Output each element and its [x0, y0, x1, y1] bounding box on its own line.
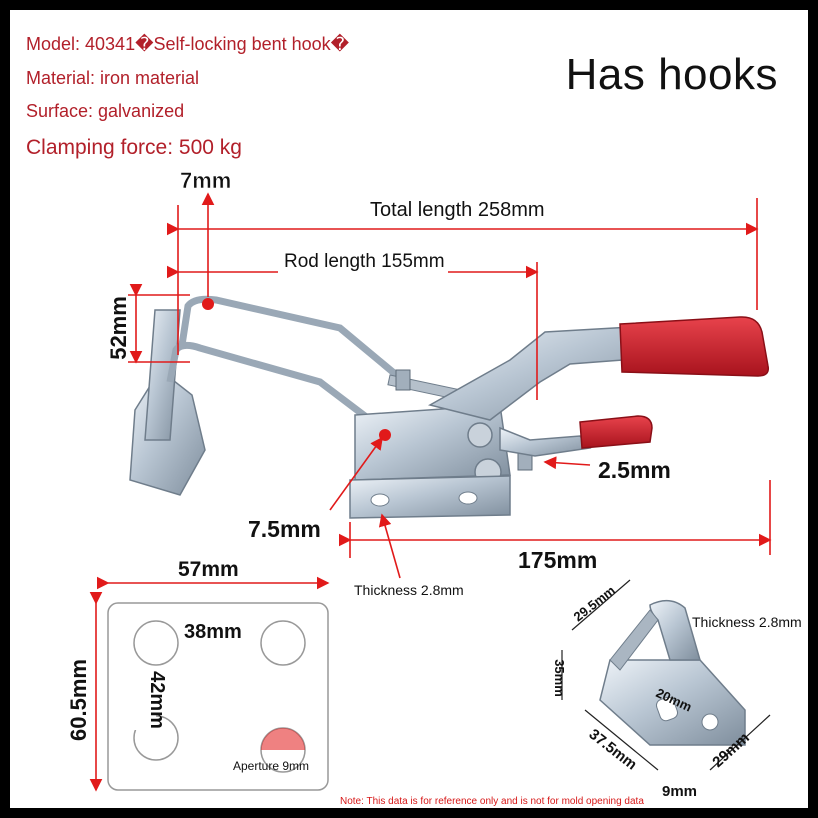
- base-plate-diagram: [107, 602, 329, 791]
- hook-top-length-label: 29.5mm: [571, 583, 618, 625]
- handle-gap-label: 2.5mm: [598, 457, 671, 483]
- hook-part-diagram: [599, 599, 746, 746]
- hook-thickness-label: Thickness 2.8mm: [692, 614, 802, 630]
- surface-label: Surface: galvanized: [26, 101, 185, 121]
- toggle-clamp-illustration: [129, 295, 770, 519]
- hook-side-height-label: 35mm: [552, 659, 567, 697]
- rod-length-label: Rod length 155mm: [284, 251, 445, 272]
- plate-height-label: 60.5mm: [66, 659, 91, 741]
- total-length-label: Total length 258mm: [370, 199, 545, 221]
- base-thickness-label: Thickness 2.8mm: [354, 582, 464, 598]
- model-label: Model: 40341�Self-locking bent hook�: [26, 34, 350, 54]
- disclaimer-note: Note: This data is for reference only an…: [340, 796, 644, 807]
- hole-spacing-x-label: 38mm: [184, 621, 242, 643]
- clamp-diagram: 7mm Total length 258mm Rod length 155mm …: [66, 168, 802, 800]
- clamping-force-label: Clamping force: 500 kg: [26, 136, 242, 159]
- hook-edge-label: 9mm: [662, 783, 697, 800]
- material-label: Material: iron material: [26, 68, 200, 88]
- aperture-label: Aperture 9mm: [233, 759, 309, 773]
- marker-dot: [202, 298, 214, 310]
- hole-spacing-y-label: 42mm: [146, 671, 168, 729]
- base-length-label: 175mm: [518, 547, 597, 573]
- page-title: Has hooks: [565, 50, 778, 99]
- height-label: 52mm: [106, 296, 131, 360]
- pin-diameter-label: 7.5mm: [248, 516, 321, 542]
- product-image: Model: 40341�Self-locking bent hook� Mat…: [10, 10, 808, 808]
- hook-width-label: 7mm: [180, 168, 231, 193]
- hook-dimension-lines: [561, 579, 771, 771]
- plate-width-label: 57mm: [178, 558, 239, 581]
